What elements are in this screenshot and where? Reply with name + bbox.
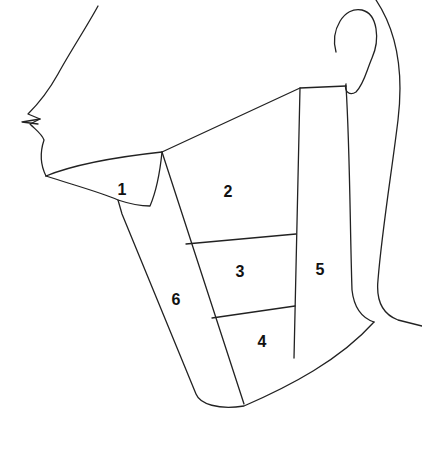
callout-number: 6 [172, 292, 181, 308]
back-of-head [376, 0, 422, 326]
region-3-4-line [212, 306, 295, 318]
front-neck [118, 200, 374, 407]
ear [335, 10, 377, 94]
callout-number: 5 [316, 262, 325, 278]
region-5-line [294, 88, 300, 358]
callout-number: 1 [118, 182, 127, 198]
face-profile [28, 6, 98, 176]
region-5-back [346, 86, 374, 322]
region-1-outline [46, 152, 162, 206]
region-2-3-line [186, 234, 296, 244]
mouth-mark [22, 119, 40, 124]
callout-number: 4 [258, 334, 267, 350]
jaw-line [46, 86, 346, 176]
callout-number: 3 [236, 264, 245, 280]
region-6-line [162, 152, 244, 404]
callout-number: 2 [224, 184, 233, 200]
